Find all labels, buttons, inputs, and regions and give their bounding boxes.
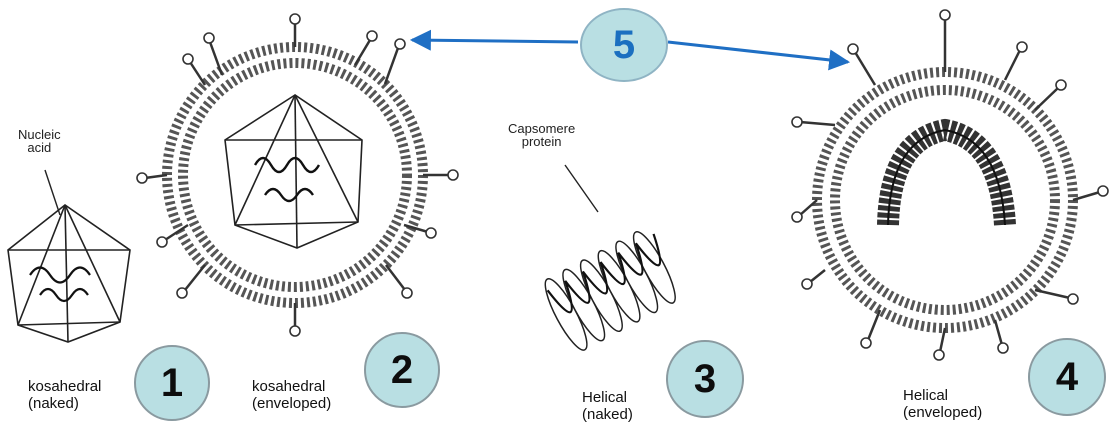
arrow-to-enveloped-icosahedral [412, 40, 578, 42]
arrow-to-enveloped-helical [668, 42, 848, 62]
badge-3: 3 [666, 340, 744, 418]
capsomere-protein-pointer [565, 165, 598, 212]
icosahedral-naked-virus [8, 205, 130, 342]
nucleic-acid-pointer [45, 170, 60, 215]
capsomere-protein-label: Capsomere protein [508, 122, 575, 148]
helical-naked-label: Helical (naked) [582, 389, 633, 423]
badge-4: 4 [1028, 338, 1106, 416]
icosahedral-enveloped-label: kosahedral (enveloped) [252, 378, 331, 412]
badge-1: 1 [134, 345, 210, 421]
badge-2: 2 [364, 332, 440, 408]
icosahedral-enveloped-virus [137, 14, 458, 336]
icosahedral-naked-label: kosahedral (naked) [28, 378, 101, 412]
helical-naked-virus [536, 221, 689, 359]
helical-enveloped-label: Helical (enveloped) [903, 387, 982, 421]
badge-5: 5 [580, 8, 668, 82]
nucleic-acid-label: Nucleic acid [18, 128, 61, 154]
